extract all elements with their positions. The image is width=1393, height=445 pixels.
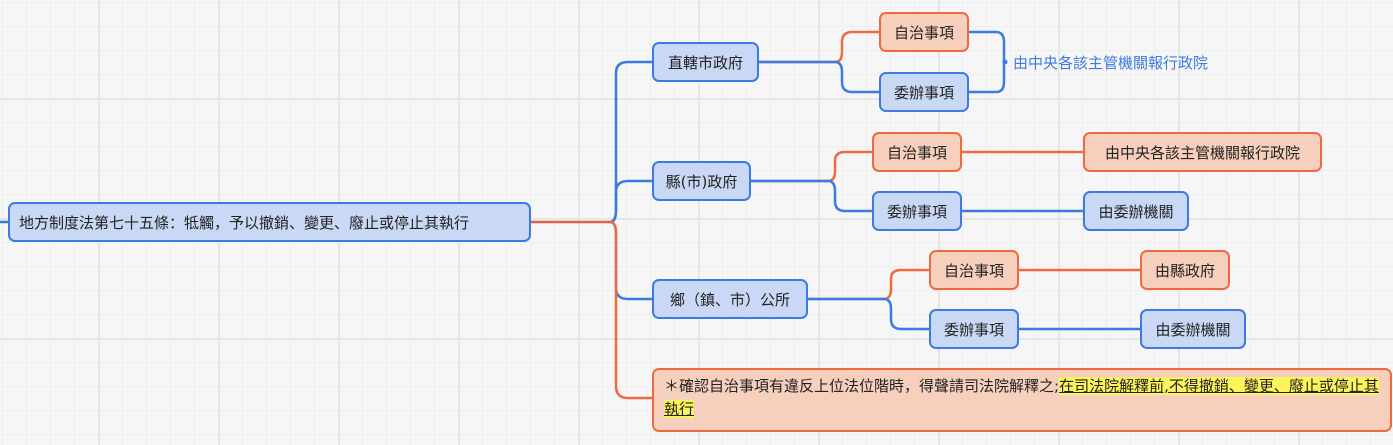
node-municipal-delegated-matters[interactable]: 委辦事項 [879, 72, 969, 112]
connector-to-county [609, 179, 652, 224]
node-township-delegated-matters[interactable]: 委辦事項 [929, 309, 1019, 349]
node-township-office[interactable]: 鄉（鎮、市）公所 [652, 279, 808, 319]
node-township-autonomous-matters[interactable]: 自治事項 [929, 250, 1019, 290]
node-county-government[interactable]: 縣(市)政府 [652, 161, 751, 201]
connector-to-note [609, 220, 652, 400]
node-municipal-autonomous-matters[interactable]: 自治事項 [879, 12, 969, 52]
connector-municipal-delegated [759, 60, 879, 94]
node-county-autonomous-target[interactable]: 由中央各該主管機關報行政院 [1083, 132, 1322, 172]
connector-county-delegated [751, 179, 872, 213]
node-county-delegated-matters[interactable]: 委辦事項 [872, 191, 962, 231]
label-municipal-shared-target[interactable]: 由中央各該主管機關報行政院 [1013, 54, 1209, 72]
connector-to-municipal [609, 60, 652, 224]
bracket-dot [1002, 59, 1008, 65]
node-county-delegated-target[interactable]: 由委辦機關 [1083, 191, 1189, 231]
note-judicial-interpretation[interactable]: ＊確認自治事項有違反上位法位階時，得聲請司法院解釋之;在司法院解釋前,不得撤銷、… [652, 368, 1392, 432]
note-text: ＊確認自治事項有違反上位法位階時，得聲請司法院解釋之; [664, 377, 1060, 395]
node-county-autonomous-matters[interactable]: 自治事項 [872, 132, 962, 172]
connector-township-delegated [808, 297, 929, 331]
bracket-line [969, 30, 1006, 94]
connector-township-autonomous [808, 268, 929, 301]
connector-municipal-autonomous [759, 30, 879, 64]
node-township-delegated-target[interactable]: 由委辦機關 [1140, 309, 1246, 349]
connector-county-autonomous [751, 150, 872, 183]
root-node[interactable]: 地方制度法第七十五條：牴觸，予以撤銷、變更、廢止或停止其執行 [8, 202, 531, 242]
node-township-autonomous-target[interactable]: 由縣政府 [1140, 250, 1230, 290]
node-municipal-government[interactable]: 直轄市政府 [652, 42, 759, 82]
connector-to-township [609, 220, 652, 301]
